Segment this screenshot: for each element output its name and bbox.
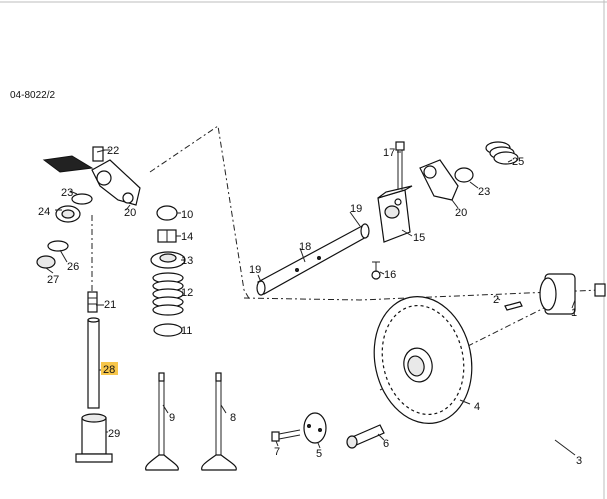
rocker-arm-left — [91, 159, 141, 206]
part-label-11[interactable]: 11 — [181, 325, 192, 337]
shaft-1 — [539, 273, 606, 315]
valve-spring-12 — [152, 272, 184, 316]
highlight-28 — [101, 362, 118, 375]
part-label-26[interactable]: 26 — [67, 261, 79, 273]
spring-retainer-13 — [150, 251, 186, 269]
diagram-reference: 04-8022/2 — [10, 90, 55, 101]
key-2 — [504, 301, 523, 311]
valve-keeper-14 — [157, 229, 177, 243]
part-label-27[interactable]: 27 — [47, 274, 59, 286]
bolt-17 — [395, 141, 405, 190]
part-label-28[interactable]: 28 — [103, 364, 115, 376]
bolt-6 — [346, 424, 385, 449]
rocker-arm-right — [419, 159, 459, 201]
screw-16 — [371, 261, 381, 280]
spring-seat-11 — [153, 323, 183, 337]
pushrod-end-21 — [87, 291, 98, 313]
washer-23-left — [71, 193, 93, 205]
part-label-21[interactable]: 21 — [104, 299, 116, 311]
pushrod-28 — [87, 317, 100, 409]
part-label-20-right[interactable]: 20 — [455, 207, 467, 219]
part-label-16[interactable]: 16 — [384, 269, 396, 281]
part-label-19-shaft[interactable]: 19 — [249, 264, 261, 276]
adjusting-screw-22 — [42, 146, 104, 173]
part-label-23-left[interactable]: 23 — [61, 187, 73, 199]
part-label-3[interactable]: 3 — [576, 455, 582, 467]
part-label-25[interactable]: 25 — [512, 156, 524, 168]
part-label-24[interactable]: 24 — [38, 206, 50, 218]
part-label-20-left[interactable]: 20 — [124, 207, 136, 219]
valve-8 — [201, 372, 237, 471]
part-label-19-support[interactable]: 19 — [350, 203, 362, 215]
valve-cap-10 — [156, 205, 178, 221]
part-label-17[interactable]: 17 — [383, 147, 395, 159]
part-label-7[interactable]: 7 — [274, 446, 280, 458]
bolt-7 — [271, 429, 301, 442]
flange-5 — [303, 412, 327, 444]
part-label-13[interactable]: 13 — [181, 255, 193, 267]
rocker-support-15 — [377, 185, 413, 243]
washer-26 — [47, 240, 69, 252]
part-label-29[interactable]: 29 — [108, 428, 120, 440]
spring-24-left — [55, 205, 81, 223]
part-label-1[interactable]: 1 — [571, 307, 577, 319]
tappet-29 — [75, 413, 113, 463]
part-label-10[interactable]: 10 — [181, 209, 193, 221]
part-label-14[interactable]: 14 — [181, 231, 193, 243]
part-label-9[interactable]: 9 — [169, 412, 175, 424]
spring-25 — [485, 141, 519, 165]
part-label-5[interactable]: 5 — [316, 448, 322, 460]
nut-27 — [36, 255, 56, 269]
part-label-4[interactable]: 4 — [474, 401, 480, 413]
leader-lines — [45, 149, 576, 456]
part-label-22[interactable]: 22 — [107, 145, 119, 157]
part-label-12[interactable]: 12 — [181, 287, 193, 299]
part-label-6[interactable]: 6 — [383, 438, 389, 450]
part-label-23-right[interactable]: 23 — [478, 186, 490, 198]
washer-23-right — [454, 167, 474, 183]
part-label-2[interactable]: 2 — [493, 294, 499, 306]
valve-9 — [145, 372, 179, 471]
rocker-shaft-18 — [256, 223, 370, 296]
camshaft-gear-4 — [373, 296, 473, 424]
part-label-15[interactable]: 15 — [413, 232, 425, 244]
part-label-18[interactable]: 18 — [299, 241, 311, 253]
part-label-8[interactable]: 8 — [230, 412, 236, 424]
